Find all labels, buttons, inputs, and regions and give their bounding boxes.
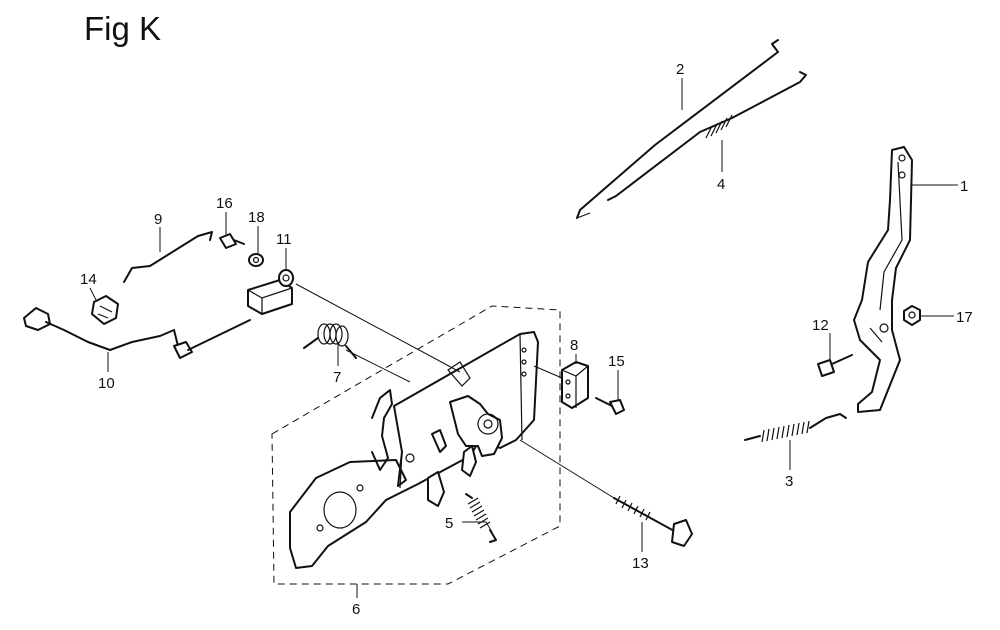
part-12-bolt <box>817 354 853 377</box>
assembly-lines <box>295 283 615 499</box>
callout-13: 13 <box>632 555 649 572</box>
part-10-wire-harness <box>23 307 251 359</box>
part-13-bolt <box>613 495 693 547</box>
part-8-bracket <box>561 361 589 409</box>
part-18-washer <box>248 253 264 267</box>
callout-9: 9 <box>154 211 162 228</box>
callout-18: 18 <box>248 209 265 226</box>
callout-17: 17 <box>956 309 973 326</box>
part-16-screw <box>219 233 245 249</box>
callout-15: 15 <box>608 353 625 370</box>
callout-14: 14 <box>80 271 97 288</box>
callout-3: 3 <box>785 473 793 490</box>
part-14-clip <box>91 295 119 325</box>
callout-leaders <box>89 78 958 598</box>
callout-16: 16 <box>216 195 233 212</box>
part-6-assembly-outline <box>271 305 561 585</box>
callout-10: 10 <box>98 375 115 392</box>
part-5-spring <box>465 493 497 543</box>
part-6-control-base <box>289 331 539 569</box>
part-9-rod <box>123 231 213 283</box>
figure-title: Fig K <box>84 10 162 47</box>
part-2-governor-rod <box>576 39 779 219</box>
callout-2: 2 <box>676 61 684 78</box>
part-4-rod-spring <box>607 71 807 201</box>
callout-5: 5 <box>445 515 453 532</box>
part-15-screw <box>595 397 625 415</box>
part-3-return-spring <box>744 413 847 443</box>
callout-7: 7 <box>333 369 341 386</box>
callout-6: 6 <box>352 601 360 618</box>
part-11-switch <box>247 269 294 315</box>
callout-4: 4 <box>717 176 725 193</box>
part-1-control-lever <box>853 146 913 413</box>
callout-8: 8 <box>570 337 578 354</box>
callout-12: 12 <box>812 317 829 334</box>
part-7-torsion-spring <box>303 323 357 359</box>
callout-1: 1 <box>960 178 968 195</box>
part-17-nut <box>903 305 921 326</box>
callout-11: 11 <box>276 231 292 248</box>
